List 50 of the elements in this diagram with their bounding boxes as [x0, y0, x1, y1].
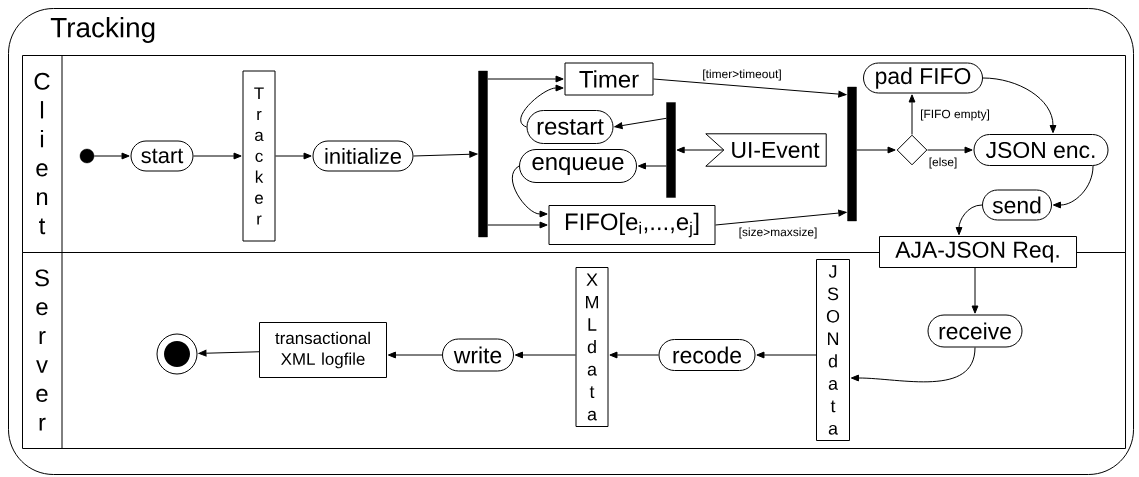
arrow: [198, 349, 260, 357]
arrow: [387, 351, 443, 359]
object-box: FIFO[e$_{i}$,...,e$_{j}$]: [548, 205, 716, 245]
arrow: [614, 117, 667, 129]
arrow: [511, 165, 548, 218]
object-box: Tracker: [242, 70, 276, 242]
action-box: restart: [526, 110, 614, 144]
arrow: [715, 209, 847, 226]
action-box: JSON enc.: [973, 134, 1109, 166]
arrow: [927, 146, 973, 154]
arrow: [971, 267, 979, 314]
arrow: [487, 221, 548, 229]
end-node: [156, 333, 198, 375]
arrow: [982, 77, 1057, 134]
arrow: [850, 347, 976, 383]
action-box: recode: [658, 339, 756, 371]
arrow: [1052, 165, 1094, 209]
arrow: [756, 351, 817, 359]
edge-label: [else]: [927, 156, 959, 170]
edge-label: [size>maxsize]: [737, 226, 819, 240]
action-box: receive: [927, 314, 1023, 348]
action-box: send: [982, 189, 1052, 221]
object-box: transactional XML logfile: [259, 322, 387, 378]
object-box: JSON data: [816, 259, 850, 441]
action-box: pad FIFO: [863, 62, 983, 94]
action-box: start: [130, 140, 194, 172]
edge-label: [FIFO empty]: [919, 108, 991, 122]
arrow: [908, 94, 916, 135]
action-box: initialize: [312, 140, 414, 172]
object-box: Timer: [564, 62, 654, 96]
object-box: XML data: [575, 267, 609, 427]
arrow: [93, 152, 130, 160]
arrow: [653, 78, 847, 98]
arrow: [609, 351, 659, 359]
arrow: [413, 150, 478, 158]
start-dot: [79, 148, 95, 164]
edge-label: [timer>timeout]: [701, 68, 783, 82]
arrow: [856, 146, 896, 154]
action-box: enqueue: [519, 149, 637, 183]
arrow: [955, 204, 983, 236]
decision-diamond: [896, 134, 928, 166]
action-box: write: [442, 338, 514, 372]
arrow: [275, 152, 312, 160]
arrow: [637, 162, 667, 170]
arrow: [514, 351, 576, 359]
arrow: [520, 84, 564, 128]
signal-receipt: UI-Event: [705, 133, 827, 167]
arrow: [193, 152, 242, 160]
object-box: AJA-JSON Req.: [879, 236, 1077, 268]
arrow: [487, 75, 564, 83]
